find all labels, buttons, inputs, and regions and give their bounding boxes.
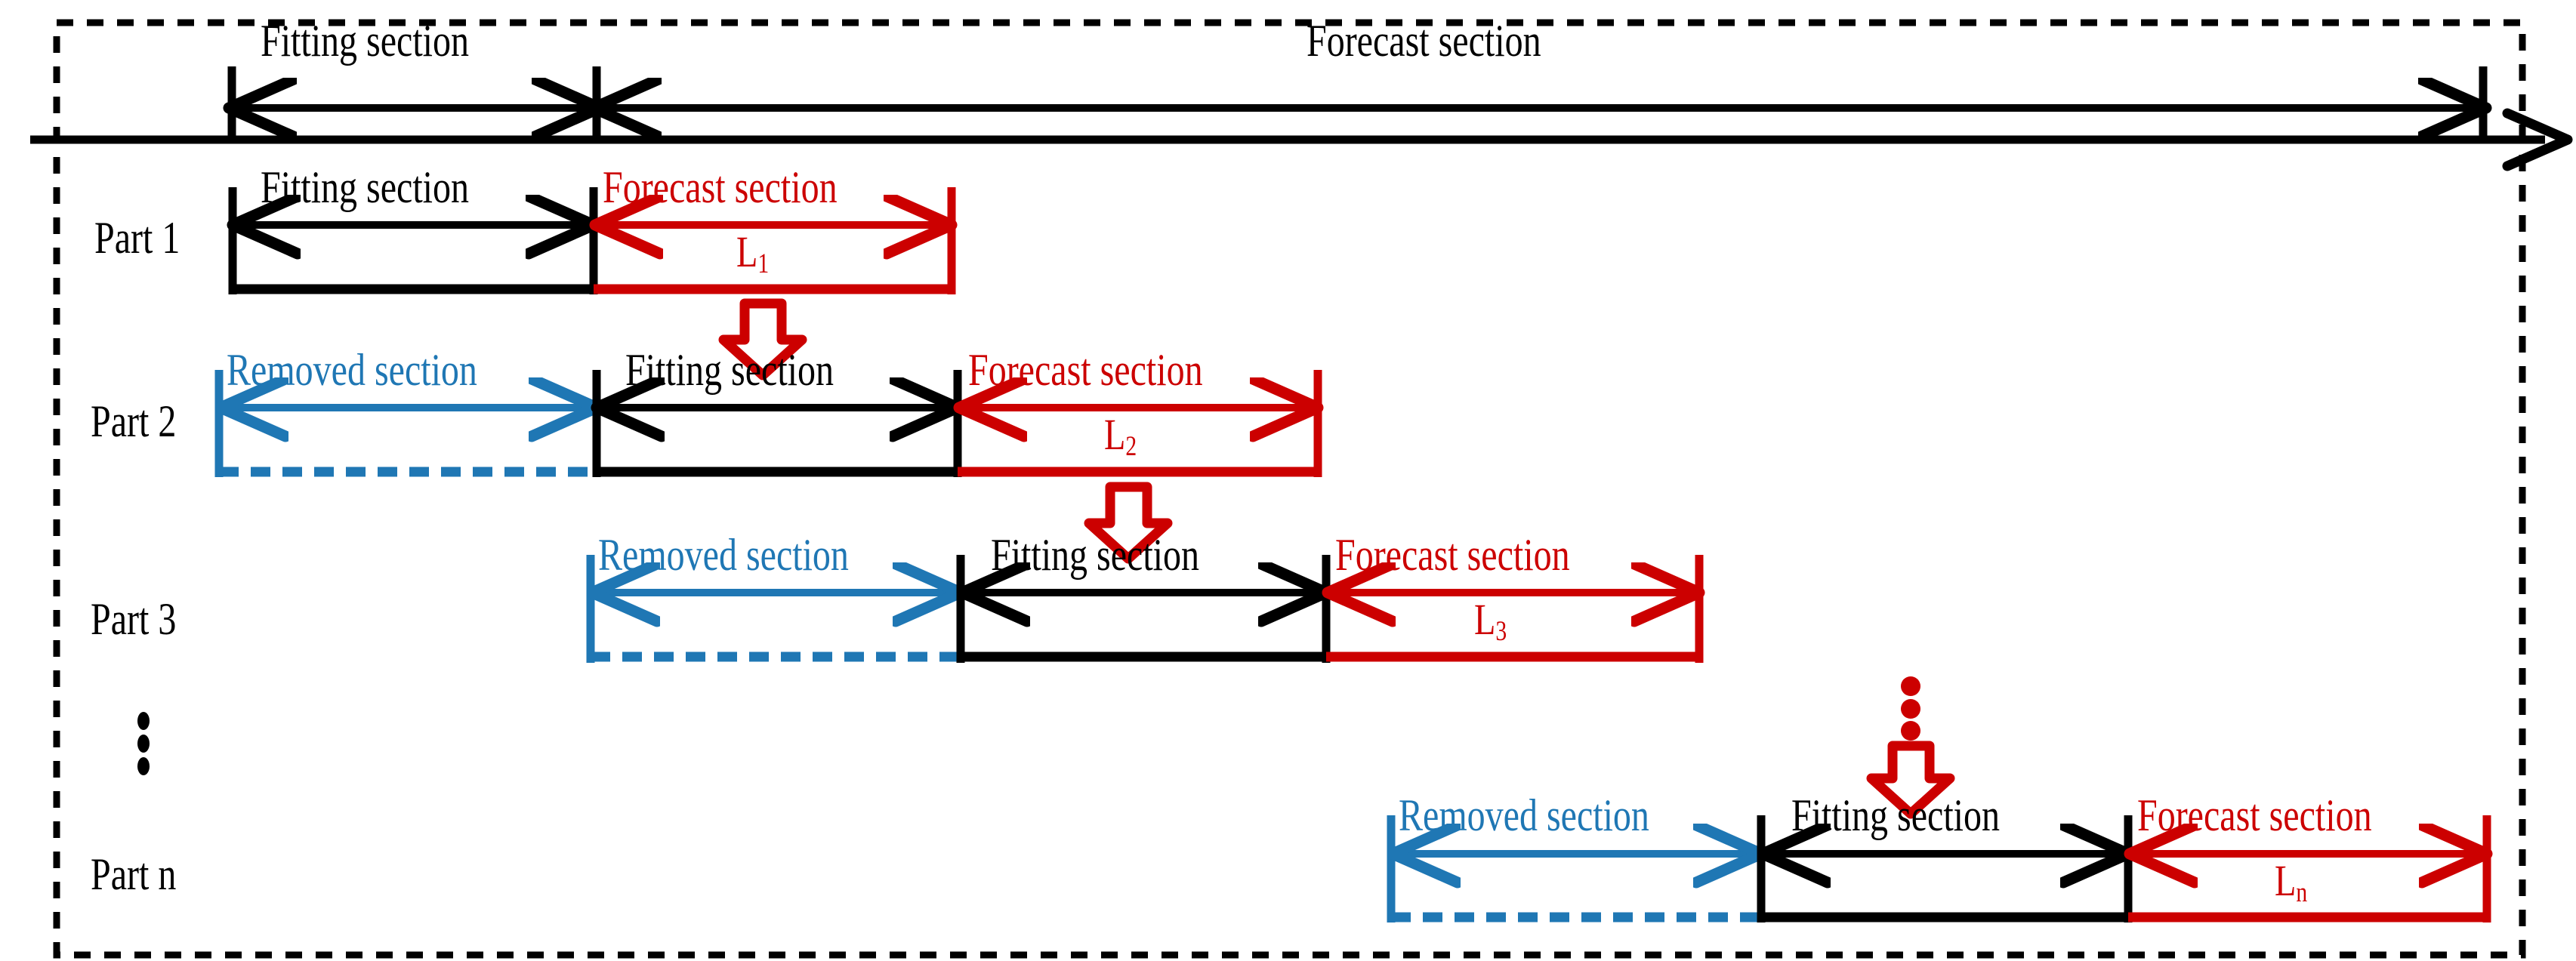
part-3-length-sub: 3 — [1495, 616, 1507, 648]
part-n-fitting-label: Fitting section — [1791, 790, 2000, 840]
part-1-row — [233, 187, 954, 294]
part-n-length-base: L — [2275, 856, 2297, 905]
parts-ellipsis-dots — [137, 712, 150, 775]
part-n-removed-label: Removed section — [1399, 790, 1649, 840]
global-timeline — [30, 66, 2573, 171]
outer-dashed-border — [53, 19, 2526, 959]
part-1-length-label: L1 — [736, 227, 770, 280]
flow-arrow-3 — [1866, 741, 1955, 819]
part-n-forecast-label: Forecast section — [2137, 790, 2372, 840]
part-3-length-label: L3 — [1474, 595, 1507, 648]
part-1-forecast-label: Forecast section — [603, 162, 838, 212]
part-2-removed-label: Removed section — [227, 345, 477, 395]
part-3-removed-label: Removed section — [598, 530, 849, 580]
part-n-length-sub: n — [2296, 877, 2308, 909]
timeline-forecast-label: Forecast section — [1307, 16, 1541, 66]
part-2-length-sub: 2 — [1125, 431, 1137, 463]
part-2-fitting-label: Fitting section — [625, 345, 834, 395]
flow-arrow-1 — [718, 298, 807, 380]
part-3-forecast-label: Forecast section — [1335, 530, 1570, 580]
part-3-fitting-label: Fitting section — [991, 530, 1199, 580]
part-n-row — [1387, 815, 2489, 922]
part-2-length-label: L2 — [1104, 410, 1137, 463]
flow-arrow-2 — [1084, 482, 1173, 564]
part-3-length-base: L — [1474, 595, 1496, 644]
part-1-length-sub: 1 — [757, 248, 770, 280]
flow-ellipsis-dots-red — [1901, 676, 1920, 741]
part-2-forecast-label: Forecast section — [968, 345, 1203, 395]
part-n-name: Part n — [91, 849, 177, 899]
part-2-length-base: L — [1104, 410, 1126, 459]
part-1-length-base: L — [736, 227, 758, 276]
part-2-name: Part 2 — [91, 396, 177, 446]
part-1-fitting-label: Fitting section — [261, 162, 469, 212]
timeline-fitting-label: Fitting section — [261, 16, 469, 66]
part-1-name: Part 1 — [94, 213, 180, 263]
part-2-row — [214, 370, 1320, 477]
part-3-name: Part 3 — [91, 594, 177, 644]
part-3-row — [586, 555, 1701, 663]
part-n-length-label: Ln — [2275, 859, 2307, 907]
